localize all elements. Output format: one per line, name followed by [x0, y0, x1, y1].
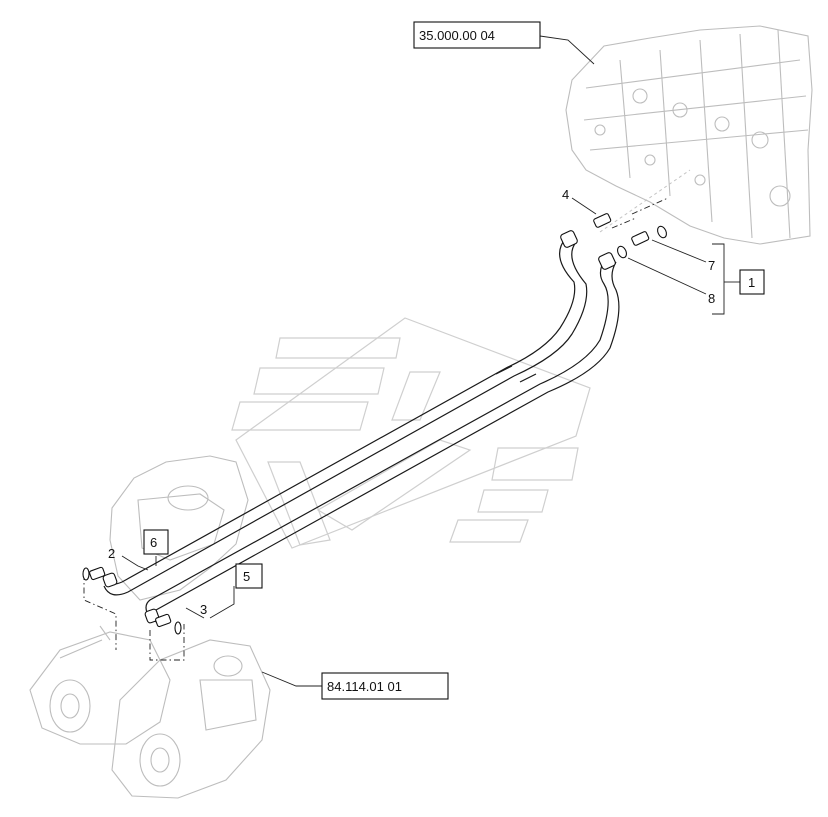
reference-valve-block-label: 35.000.00 04 — [419, 28, 495, 43]
watermark-logo — [231, 317, 591, 549]
callout-8-label: 8 — [708, 291, 715, 306]
callout-5[interactable]: 5 — [235, 563, 263, 589]
callout-5-label: 5 — [243, 569, 250, 584]
callout-2-label: 2 — [108, 546, 115, 561]
callout-4-label: 4 — [562, 187, 569, 202]
leader-lines — [121, 35, 740, 687]
fittings — [82, 213, 667, 635]
reference-boom-mount-label: 84.114.01 01 — [327, 679, 402, 694]
dashed-connections — [83, 197, 669, 661]
callout-7-label: 7 — [708, 258, 715, 273]
reference-valve-block[interactable]: 35.000.00 04 — [413, 21, 541, 49]
callout-3-label: 3 — [200, 602, 207, 617]
callout-1-label: 1 — [748, 275, 755, 290]
hydraulic-pipes — [103, 237, 620, 623]
reference-boom-mount[interactable]: 84.114.01 01 — [321, 672, 449, 700]
callout-1[interactable]: 1 — [739, 269, 765, 295]
valve-block-ghost — [565, 25, 813, 245]
callout-6-label: 6 — [150, 535, 157, 550]
boom-mount-ghost — [29, 455, 271, 799]
callout-6[interactable]: 6 — [143, 529, 169, 555]
